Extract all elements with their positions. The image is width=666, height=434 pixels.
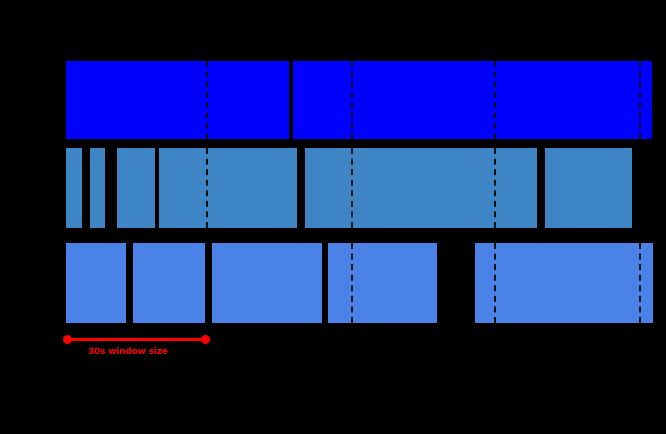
timeline-segment[interactable] (212, 243, 322, 323)
window-size-bracket-line (67, 338, 206, 341)
timeline-segment[interactable] (66, 243, 126, 323)
timeline-segment[interactable] (545, 148, 632, 228)
window-size-end-marker (201, 335, 210, 344)
timeline-segment[interactable] (117, 148, 155, 228)
timeline-segment[interactable] (66, 148, 82, 228)
timeline-segment[interactable] (133, 243, 205, 323)
timeline-segment[interactable] (66, 61, 289, 139)
timeline-segment[interactable] (159, 148, 297, 228)
timeline-segment[interactable] (293, 61, 652, 139)
window-size-label: 30s window size (88, 347, 168, 357)
timeline-segment[interactable] (90, 148, 105, 228)
timeline-segment[interactable] (328, 243, 437, 323)
timeline-segment[interactable] (305, 148, 537, 228)
track-row (0, 61, 653, 139)
track-row (0, 243, 653, 323)
window-size-start-marker (63, 335, 72, 344)
track-row (0, 148, 653, 228)
timeline-segment[interactable] (475, 243, 653, 323)
